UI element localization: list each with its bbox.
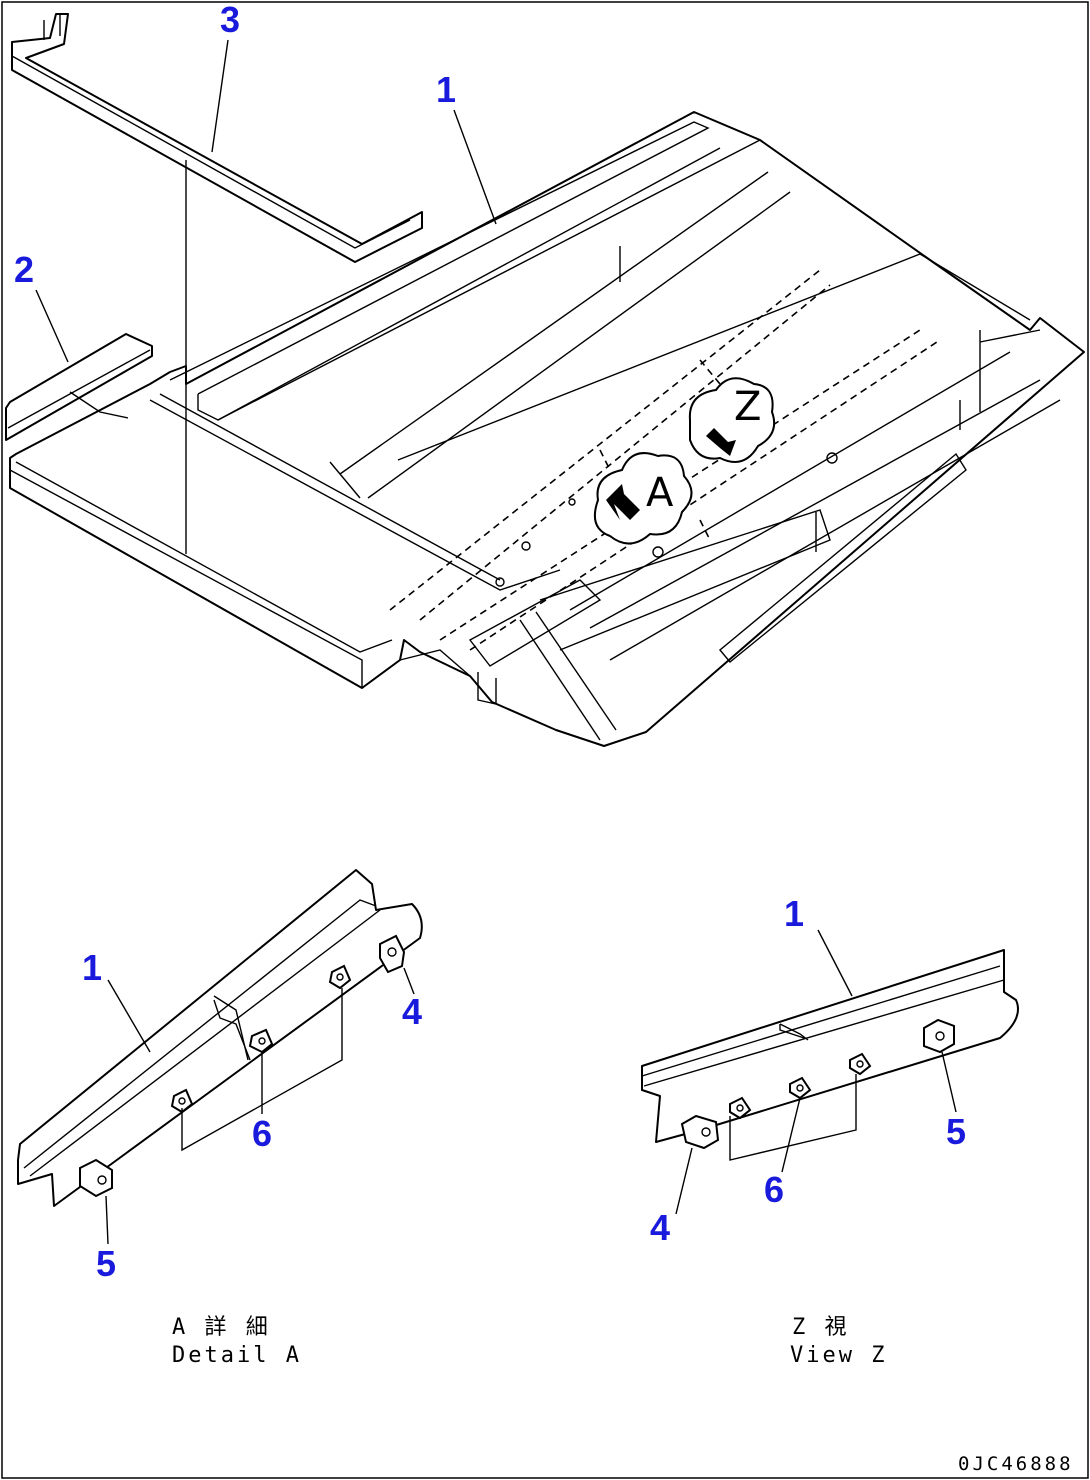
callout-3: 3 — [220, 0, 240, 40]
document-id: 0JC46888 — [958, 1453, 1074, 1475]
view-callout-6: 6 — [764, 1169, 784, 1210]
view-marker-a: A — [594, 452, 693, 545]
deck-part-1 — [9, 111, 1085, 747]
view-marker-z: Z — [688, 377, 776, 463]
detail-callout-5: 5 — [96, 1243, 116, 1284]
callout-1: 1 — [436, 69, 456, 110]
main-assembly: A Z 3 1 2 — [5, 0, 1085, 747]
detail-nut-lower — [170, 1088, 194, 1114]
view-callout-1: 1 — [784, 893, 804, 934]
view-nut-b — [849, 1052, 872, 1076]
detail-callout-4: 4 — [402, 991, 422, 1032]
view-marker-a-label: A — [646, 470, 674, 516]
view-z: 1 5 6 4 Z 視 View Z — [641, 893, 1019, 1368]
view-block-5 — [923, 1018, 955, 1054]
arrow-z-icon — [706, 428, 736, 456]
view-nut-a — [729, 1096, 752, 1120]
detail-caption-en: Detail A — [172, 1343, 302, 1368]
view-bolt-6 — [789, 1076, 812, 1100]
view-callout-4: 4 — [650, 1207, 670, 1248]
callout-2: 2 — [14, 249, 34, 290]
detail-nut-4 — [379, 934, 406, 974]
detail-nut — [328, 964, 352, 990]
view-marker-z-label: Z — [734, 384, 761, 430]
detail-callout-6: 6 — [252, 1113, 272, 1154]
detail-block-5 — [79, 1158, 113, 1198]
detail-callout-1: 1 — [82, 947, 102, 988]
view-caption-en: View Z — [790, 1343, 887, 1368]
plate-part-2 — [5, 333, 153, 441]
view-caption-jp: Z 視 — [792, 1315, 850, 1340]
view-callout-5: 5 — [946, 1111, 966, 1152]
arrow-a-icon — [606, 484, 640, 520]
detail-a: 1 4 6 5 A 詳 細 Detail A — [17, 869, 423, 1368]
view-block-4 — [680, 1114, 720, 1150]
detail-caption-jp: A 詳 細 — [172, 1315, 271, 1340]
rail-part-3 — [11, 13, 423, 263]
detail-bolt-6 — [248, 1028, 274, 1054]
